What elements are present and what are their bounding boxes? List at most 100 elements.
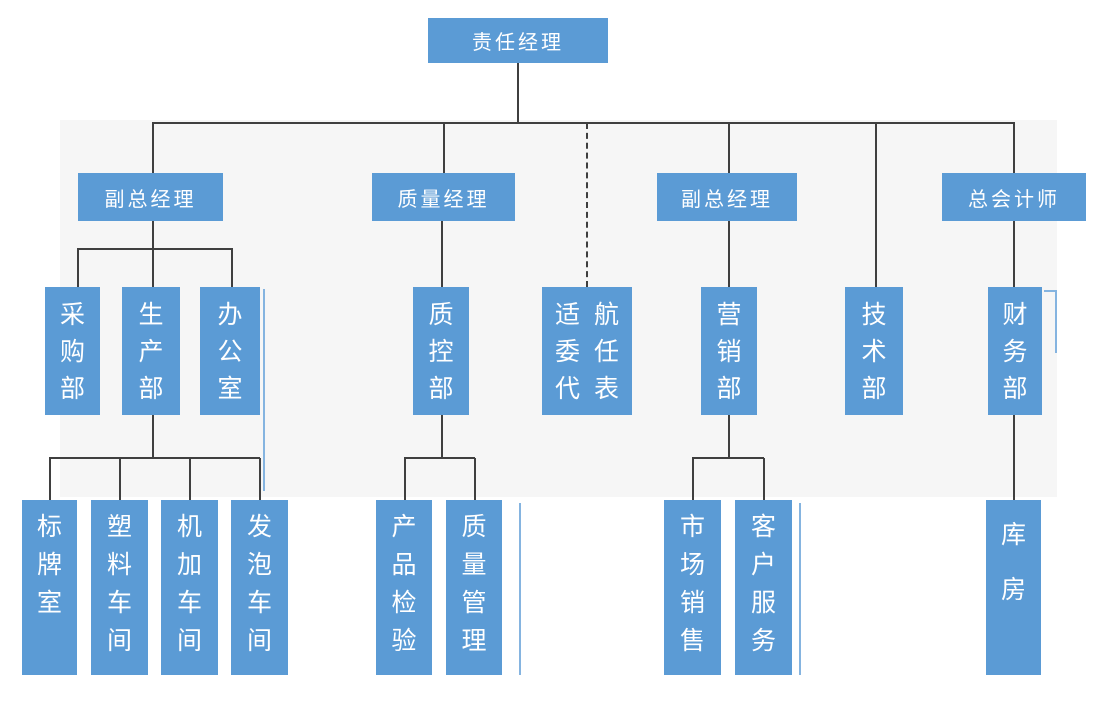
org-node-chief-accountant: 总会计师 xyxy=(942,173,1086,221)
connector-line xyxy=(152,123,154,173)
node-label-char: 户 xyxy=(750,550,776,579)
node-label-column: 航任表 xyxy=(594,287,619,415)
connector-line xyxy=(728,221,730,287)
node-label: 发泡车间 xyxy=(247,500,272,675)
node-label-char: 市 xyxy=(679,512,705,541)
connector-line xyxy=(404,457,475,459)
org-node-quality-manager: 质量经理 xyxy=(372,173,515,221)
node-label-char: 管 xyxy=(461,588,487,617)
node-label-char: 验 xyxy=(391,626,417,655)
connector-line xyxy=(152,122,1015,124)
node-label-char: 产 xyxy=(138,336,164,366)
node-label-char: 质 xyxy=(428,299,454,329)
node-label-char: 客 xyxy=(750,512,776,541)
node-label-char: 代 xyxy=(554,373,580,403)
connector-line xyxy=(152,221,154,249)
org-node-machining-workshop: 机加车间 xyxy=(161,500,218,675)
org-node-office: 办公室 xyxy=(200,287,260,415)
node-label-char: 品 xyxy=(391,550,417,579)
node-label-char: 室 xyxy=(217,373,243,403)
node-label-char: 部 xyxy=(428,373,454,403)
node-label-char: 控 xyxy=(428,336,454,366)
node-label-char: 场 xyxy=(679,550,705,579)
org-node-purchasing-dept: 采购部 xyxy=(45,287,100,415)
connector-line xyxy=(692,457,764,459)
node-label-char: 购 xyxy=(59,336,85,366)
connector-line xyxy=(692,458,694,500)
connector-line xyxy=(231,249,233,287)
connector-line xyxy=(77,248,233,250)
connector-line xyxy=(49,458,51,500)
node-label-char: 塑 xyxy=(106,512,132,541)
node-label: 标牌室 xyxy=(37,500,62,675)
node-label-char: 室 xyxy=(36,588,62,617)
node-label-char: 销 xyxy=(716,336,742,366)
artifact-line xyxy=(1044,290,1057,292)
node-label: 办公室 xyxy=(217,287,242,415)
connector-line xyxy=(875,123,877,287)
org-node-sign-room: 标牌室 xyxy=(22,500,77,675)
connector-line xyxy=(728,415,730,458)
org-node-marketing-dept: 营销部 xyxy=(701,287,757,415)
node-label-char: 房 xyxy=(1000,575,1026,604)
connector-line-dashed xyxy=(586,123,588,287)
node-label: 产品检验 xyxy=(391,500,416,675)
org-node-product-inspection: 产品检验 xyxy=(376,500,432,675)
connector-line xyxy=(49,457,260,459)
org-node-quality-control-dept: 质控部 xyxy=(413,287,469,415)
node-label-char: 销 xyxy=(679,588,705,617)
node-label: 责任经理 xyxy=(472,30,564,54)
node-label: 生产部 xyxy=(138,287,163,415)
node-label-char: 泡 xyxy=(246,550,272,579)
node-label: 总会计师 xyxy=(968,186,1060,211)
node-label-char: 服 xyxy=(750,588,776,617)
connector-line xyxy=(474,458,476,500)
node-label: 副总经理 xyxy=(681,186,773,211)
connector-line xyxy=(1013,415,1015,500)
node-label-char: 部 xyxy=(138,373,164,403)
node-label-char: 售 xyxy=(679,626,705,655)
node-label: 质量管理 xyxy=(461,500,486,675)
node-label: 财务部 xyxy=(1002,287,1027,415)
node-label-char: 部 xyxy=(1002,373,1028,403)
connector-line xyxy=(441,415,443,458)
node-label-char: 车 xyxy=(106,588,132,617)
artifact-line xyxy=(263,289,265,491)
node-label: 机加车间 xyxy=(177,500,202,675)
node-label-char: 间 xyxy=(176,626,202,655)
node-label: 塑料车间 xyxy=(107,500,132,675)
connector-line xyxy=(77,249,79,287)
node-label-char: 牌 xyxy=(36,550,62,579)
connector-line xyxy=(152,249,154,287)
node-label: 库房 xyxy=(1001,500,1026,675)
org-node-quality-management: 质量管理 xyxy=(446,500,502,675)
org-node-airworthiness-rep: 适委代航任表 xyxy=(542,287,632,415)
node-label-char: 航 xyxy=(594,299,620,329)
artifact-line xyxy=(1055,290,1057,353)
org-node-production-dept: 生产部 xyxy=(122,287,180,415)
org-node-finance-dept: 财务部 xyxy=(988,287,1042,415)
org-node-deputy-gm-1: 副总经理 xyxy=(78,173,223,221)
node-label-char: 术 xyxy=(861,336,887,366)
node-label-char: 质 xyxy=(461,512,487,541)
node-label-char: 理 xyxy=(461,626,487,655)
connector-line xyxy=(189,458,191,500)
node-label: 采购部 xyxy=(60,287,85,415)
artifact-line xyxy=(519,503,521,675)
connector-line xyxy=(441,221,443,287)
node-label-char: 办 xyxy=(217,299,243,329)
connector-line xyxy=(404,458,406,500)
node-label-column: 适委代 xyxy=(555,287,580,415)
node-label-char: 检 xyxy=(391,588,417,617)
org-node-deputy-gm-2: 副总经理 xyxy=(657,173,797,221)
artifact-line xyxy=(799,503,801,675)
node-label-char: 采 xyxy=(59,299,85,329)
node-label-char: 间 xyxy=(246,626,272,655)
org-node-plastic-workshop: 塑料车间 xyxy=(91,500,148,675)
node-label-char: 部 xyxy=(59,373,85,403)
node-label-char: 务 xyxy=(1002,336,1028,366)
org-node-foam-workshop: 发泡车间 xyxy=(231,500,288,675)
org-node-warehouse: 库房 xyxy=(986,500,1041,675)
connector-line xyxy=(1013,123,1015,173)
node-label-char: 适 xyxy=(554,299,580,329)
